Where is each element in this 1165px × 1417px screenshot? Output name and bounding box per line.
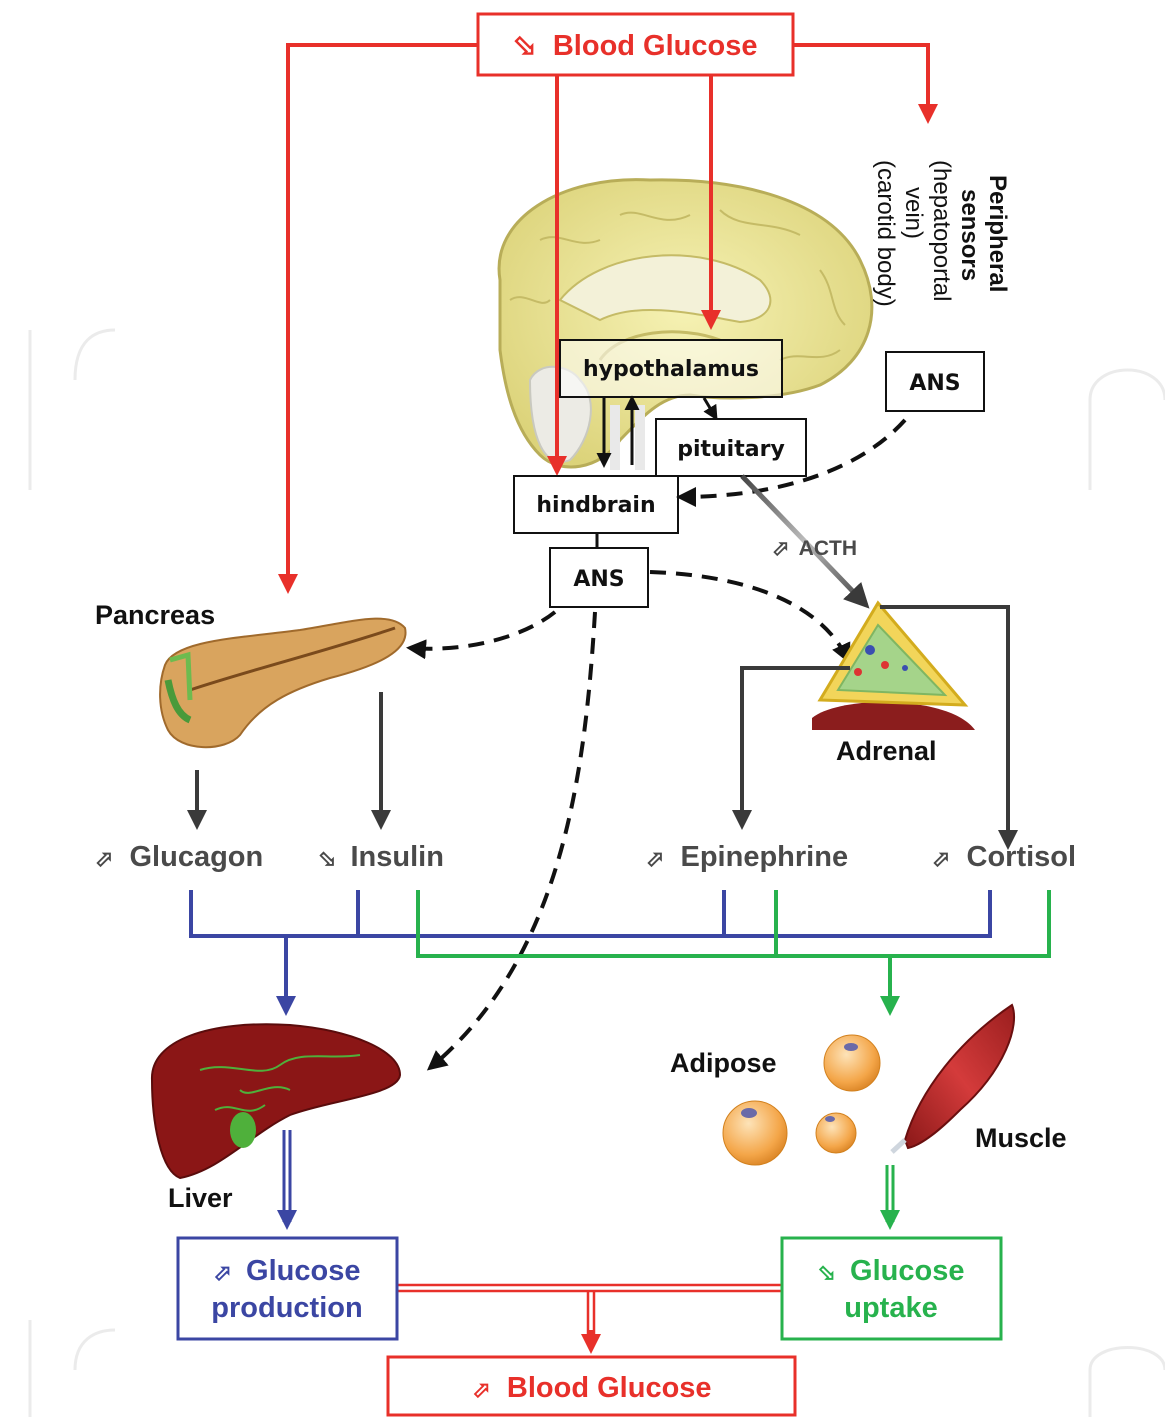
top-blood-glucose-label: Blood Glucose — [553, 30, 758, 62]
insulin-down-arrow-icon: ⬂ — [318, 846, 336, 871]
outcome-to-blood-glucose-arrows — [398, 1285, 782, 1350]
glucose-uptake-label-1: Glucose — [850, 1255, 964, 1287]
peripheral-sensors: Peripheral sensors (hepatoportal vein) (… — [872, 160, 1011, 307]
peripheral-title-1: Peripheral — [984, 175, 1011, 292]
glucose-production-box: ⬀ Glucose production — [178, 1238, 397, 1339]
arrow-to-pancreas — [288, 45, 478, 590]
arrow-to-peripheral-sensors — [793, 45, 928, 120]
down-arrow-icon: ⬂ — [512, 30, 536, 62]
hypothalamus-label: hypothalamus — [583, 357, 759, 382]
liver-illustration — [152, 1024, 400, 1178]
hindbrain-label: hindbrain — [536, 493, 655, 518]
acth-arrow: ⬀ ACTH — [742, 476, 866, 605]
pancreas-illustration — [160, 619, 405, 748]
bottom-blood-glucose-label: Blood Glucose — [507, 1372, 712, 1404]
bottom-up-arrow-icon: ⬀ — [472, 1377, 490, 1402]
hypothalamus-box: hypothalamus — [560, 340, 782, 397]
peripheral-line-1: (hepatoportal — [928, 160, 955, 301]
up-arrow-icon: ⬀ — [772, 537, 790, 560]
glucose-uptake-label-2: uptake — [844, 1292, 937, 1324]
cortisol-up-arrow-icon: ⬀ — [932, 846, 950, 871]
liver-bracket-blue — [191, 890, 990, 1012]
ans-to-pancreas — [410, 612, 555, 649]
svg-text:⬂ Glucose: ⬂ Glucose — [818, 1255, 965, 1287]
ans-to-adrenal — [650, 572, 848, 660]
svg-text:⬀ Glucagon: ⬀ Glucagon — [95, 841, 263, 873]
central-ans-label: ANS — [573, 567, 624, 592]
svg-text:⬀ Epinephrine: ⬀ Epinephrine — [646, 841, 848, 873]
adipose-label: Adipose — [670, 1048, 777, 1078]
production-up-arrow-icon: ⬀ — [214, 1260, 232, 1285]
peripheral-title-2: sensors — [956, 189, 983, 281]
pituitary-label: pituitary — [677, 437, 785, 462]
glucagon-up-arrow-icon: ⬀ — [95, 846, 113, 871]
uptake-down-arrow-icon: ⬂ — [818, 1260, 836, 1285]
svg-text:⬀ Blood Glucose: ⬀ Blood Glucose — [472, 1372, 711, 1404]
muscle-adipose-bracket-green — [418, 890, 1049, 1012]
liver-label: Liver — [168, 1183, 233, 1213]
svg-text:⬀ Cortisol: ⬀ Cortisol — [932, 841, 1076, 873]
svg-text:⬂ Insulin: ⬂ Insulin — [318, 841, 444, 873]
glucose-uptake-box: ⬂ Glucose uptake — [782, 1238, 1001, 1339]
adrenal-label: Adrenal — [836, 736, 937, 766]
pancreas-label: Pancreas — [95, 600, 215, 630]
outcome-arrows — [284, 1130, 893, 1226]
peripheral-line-3: (carotid body) — [872, 160, 899, 307]
central-ans-box: ANS — [550, 533, 648, 607]
ans-to-liver — [430, 612, 595, 1068]
top-blood-glucose-box: ⬂ Blood Glucose — [478, 14, 793, 75]
glucagon-label: Glucagon — [130, 841, 264, 873]
svg-text:⬀ Glucose: ⬀ Glucose — [214, 1255, 361, 1287]
muscle-label: Muscle — [975, 1123, 1067, 1153]
hormone-labels: ⬀ Glucagon ⬂ Insulin ⬀ Epinephrine ⬀ Cor… — [95, 841, 1076, 873]
svg-text:⬀ ACTH: ⬀ ACTH — [772, 537, 857, 560]
peripheral-ans-label: ANS — [909, 371, 960, 396]
pituitary-box: pituitary — [656, 419, 806, 476]
epinephrine-up-arrow-icon: ⬀ — [646, 846, 664, 871]
acth-label: ACTH — [799, 537, 857, 560]
glucose-production-label-1: Glucose — [246, 1255, 360, 1287]
peripheral-line-2: vein) — [900, 187, 927, 239]
bottom-blood-glucose-box: ⬀ Blood Glucose — [388, 1357, 795, 1415]
glucose-production-label-2: production — [211, 1292, 362, 1324]
epinephrine-label: Epinephrine — [681, 841, 849, 873]
insulin-label: Insulin — [351, 841, 444, 873]
cortisol-label: Cortisol — [967, 841, 1077, 873]
hindbrain-box: hindbrain — [514, 476, 678, 533]
peripheral-ans-box: ANS — [886, 352, 984, 411]
